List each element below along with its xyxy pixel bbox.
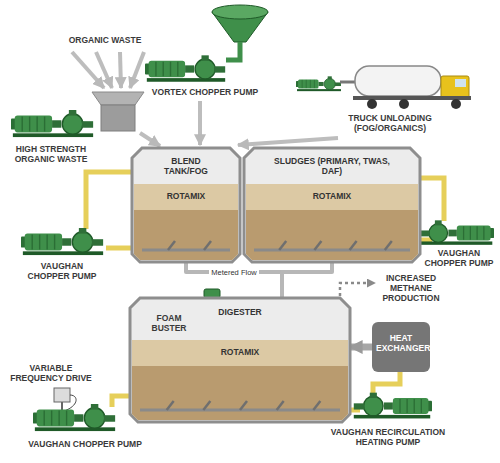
callout-label: ORGANIC WASTE	[55, 36, 155, 46]
box-title: HEAT EXCHANGER	[376, 334, 426, 354]
mixer-label: ROTAMIX	[180, 348, 300, 358]
tanker	[355, 66, 441, 96]
mixer-nozzle	[279, 241, 286, 250]
heat-exchanger-box: HEAT EXCHANGER	[372, 322, 430, 372]
grinder	[101, 105, 135, 131]
mixer-nozzle	[385, 241, 392, 250]
mixer-nozzle	[350, 241, 357, 250]
mixer-label: ROTAMIX	[272, 192, 392, 202]
feed-pipe	[226, 42, 240, 60]
pump	[420, 220, 494, 244]
pump	[33, 404, 115, 431]
truck-cab	[441, 76, 469, 98]
tank-wall	[130, 298, 350, 422]
mixer-nozzle	[314, 241, 321, 250]
mixer-nozzle	[203, 401, 210, 410]
wheel	[451, 99, 461, 109]
pipe	[106, 246, 133, 251]
pipe	[373, 372, 400, 394]
pump	[354, 393, 432, 419]
sludge-tank: SLUDGES (PRIMARY, TWAS, DAF) ROTAMIX	[244, 148, 420, 262]
callout-label: VARIABLE FREQUENCY DRIVE	[8, 364, 94, 384]
cab-window	[455, 79, 466, 87]
tank-title: DIGESTER	[180, 308, 300, 318]
pipe	[419, 178, 444, 221]
waste-arrows	[72, 52, 144, 88]
mixer-nozzle	[277, 401, 284, 410]
flow-pipe	[186, 262, 282, 298]
mixer-label: ROTAMIX	[141, 192, 231, 202]
mixer-nozzle	[167, 401, 174, 410]
hopper	[92, 92, 144, 105]
liquid	[134, 184, 238, 260]
sludge	[246, 210, 418, 260]
callout-label: VAUGHAN RECIRCULATION HEATING PUMP	[322, 428, 454, 448]
mixer-nozzle	[168, 241, 175, 250]
mixer-nozzle	[204, 241, 211, 250]
pipe	[112, 396, 131, 407]
flow-pipe	[282, 262, 332, 298]
mixer-header	[142, 249, 230, 252]
flow-pipe	[350, 344, 372, 351]
pump	[11, 110, 93, 137]
liquid	[132, 340, 348, 420]
mixer-nozzle	[240, 401, 247, 410]
wheel	[367, 99, 377, 109]
mixer-nozzle	[313, 401, 320, 410]
callout-label: FOAM BUSTER	[138, 314, 200, 334]
callout-label: VAUGHAN CHOPPER PUMP	[24, 262, 100, 282]
pump	[145, 55, 225, 81]
tank-wall	[244, 148, 420, 262]
sludge	[134, 210, 238, 260]
tank-wall	[132, 148, 240, 262]
tank-title: SLUDGES (PRIMARY, TWAS, DAF)	[267, 157, 397, 177]
callout-label: VORTEX CHOPPER PUMP	[135, 88, 275, 98]
callout-label: VAUGHAN CHOPPER PUMP	[420, 249, 498, 269]
callout-label: VAUGHAN CHOPPER PUMP	[20, 440, 150, 450]
vfd-box	[54, 388, 70, 402]
liquid	[246, 184, 418, 260]
flow-label: Metered Flow	[209, 268, 258, 277]
tank-title: BLEND TANK/FOG	[151, 157, 221, 177]
wheel	[399, 99, 409, 109]
methane-arrow	[340, 283, 375, 296]
blend-tank: BLEND TANK/FOG ROTAMIX	[132, 148, 240, 262]
callout-label: INCREASED METHANE PRODUCTION	[378, 274, 444, 303]
callout-label: TRUCK UNLOADING (FOG/ORGANICS)	[338, 114, 442, 134]
pump	[296, 76, 341, 91]
callout-label: HIGH STRENGTH ORGANIC WASTE	[10, 145, 92, 165]
hose	[340, 81, 356, 84]
pipe	[86, 172, 132, 229]
feed-cone-top	[212, 5, 268, 19]
pump	[21, 228, 103, 255]
feed-arrows	[140, 101, 338, 146]
sludge	[132, 366, 348, 420]
